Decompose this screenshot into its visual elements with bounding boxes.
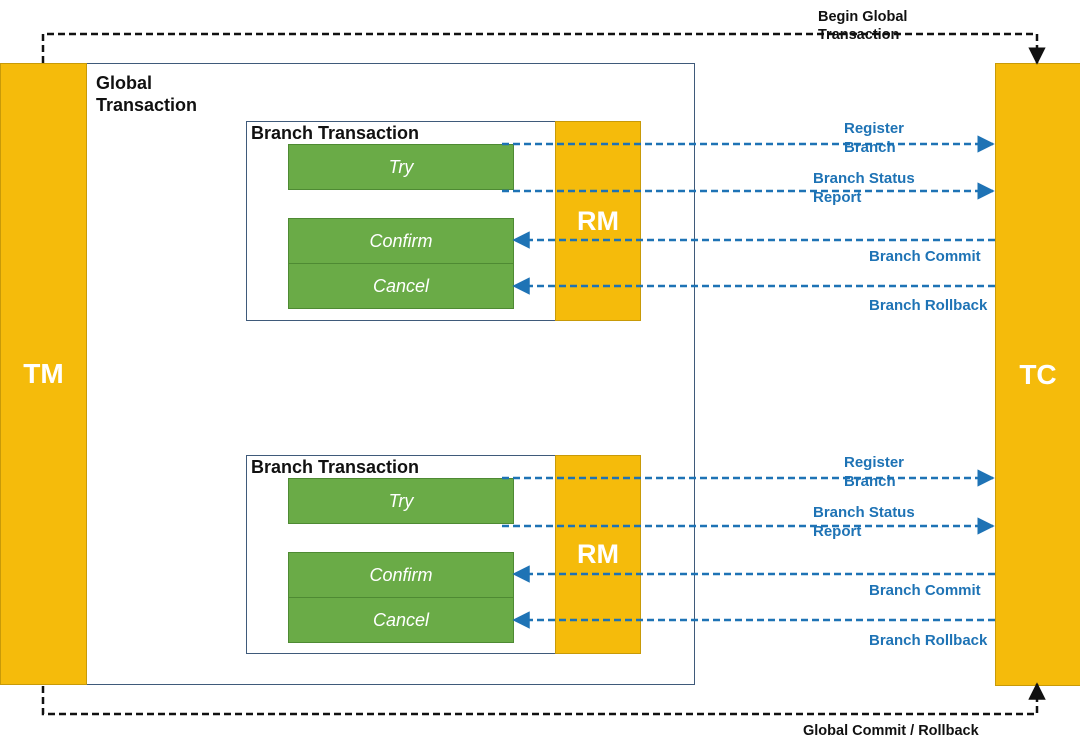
cancel-box: Cancel (288, 263, 514, 309)
tc-box: TC (995, 63, 1080, 686)
global-commit-rollback-label: Global Commit / Rollback (803, 723, 979, 739)
try-box: Try (288, 478, 514, 524)
rm-label: RM (577, 539, 619, 569)
global-transaction-title: Global Transaction (96, 73, 198, 115)
global-commit-rollback-arrow (41, 682, 1046, 716)
tm-box: TM (0, 63, 87, 685)
confirm-label: Confirm (369, 564, 433, 585)
branch-status-report-label: Branch Status Report (813, 504, 915, 540)
begin-global-transaction-label: Begin Global Transaction (818, 9, 908, 43)
register-branch-label: Register Branch (844, 454, 905, 490)
tm-label: TM (23, 358, 64, 389)
branch-transaction-title: Branch Transaction (251, 123, 420, 143)
branch-commit-label: Branch Commit (869, 582, 981, 599)
cancel-label: Cancel (372, 275, 430, 296)
register-branch-label: Register Branch (844, 120, 905, 156)
try-label: Try (388, 490, 414, 511)
rm-box: RM (555, 121, 641, 321)
branch-rollback-label: Branch Rollback (869, 632, 988, 649)
branch-rollback-label: Branch Rollback (869, 297, 988, 314)
branch-status-report-label: Branch Status Report (813, 170, 915, 206)
confirm-label: Confirm (369, 230, 433, 251)
try-box: Try (288, 144, 514, 190)
begin-global-transaction-arrow (41, 32, 1046, 65)
cancel-box: Cancel (288, 597, 514, 643)
tc-label: TC (1019, 358, 1057, 390)
branch-transaction-title: Branch Transaction (251, 457, 420, 477)
try-label: Try (388, 156, 414, 177)
cancel-label: Cancel (372, 609, 430, 630)
rm-label: RM (577, 205, 619, 236)
branch-commit-label: Branch Commit (869, 248, 981, 265)
confirm-box: Confirm (288, 218, 514, 264)
